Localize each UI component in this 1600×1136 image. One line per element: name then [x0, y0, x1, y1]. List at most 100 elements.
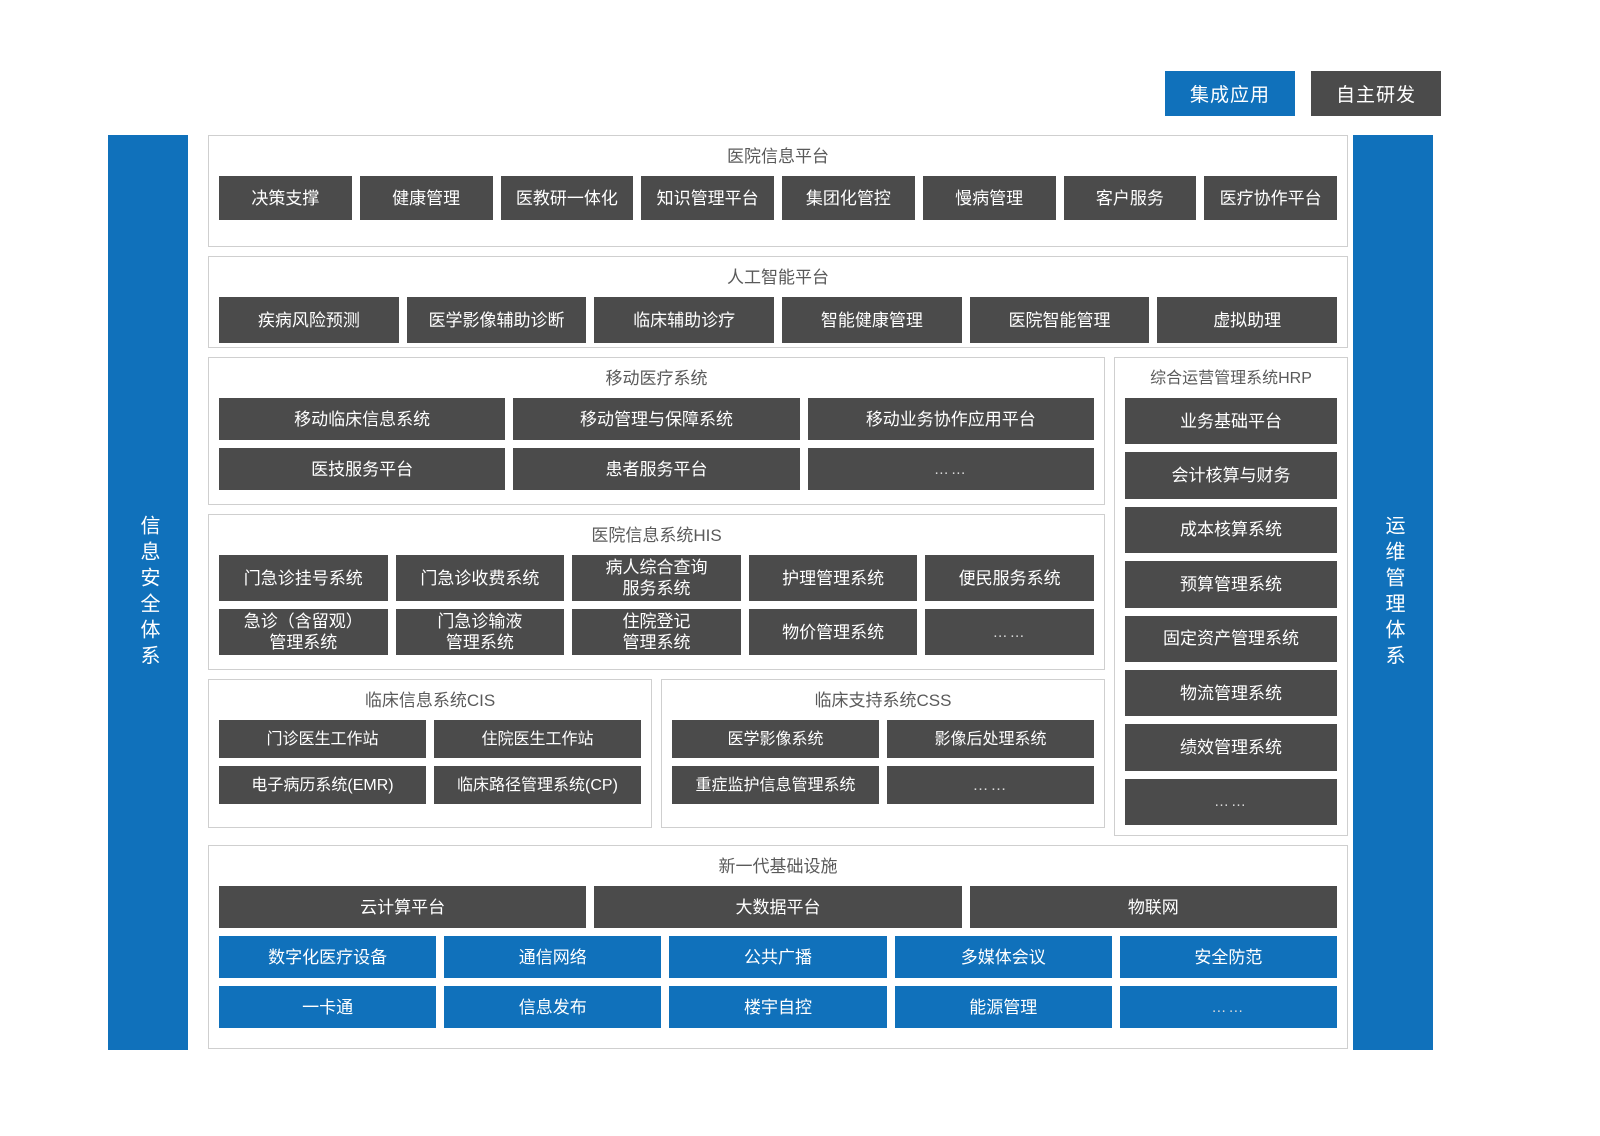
section-mobile-medical: 移动医疗系统 移动临床信息系统 移动管理与保障系统 移动业务协作应用平台 医技服…	[208, 357, 1105, 505]
module-box[interactable]: 移动管理与保障系统	[513, 398, 800, 440]
item-row: 移动临床信息系统 移动管理与保障系统 移动业务协作应用平台	[219, 398, 1094, 440]
section-title: 移动医疗系统	[605, 369, 708, 388]
platform-box[interactable]: 云计算平台	[219, 886, 587, 928]
module-box[interactable]: 预算管理系统	[1125, 561, 1337, 608]
module-box[interactable]: 慢病管理	[922, 176, 1056, 220]
module-box[interactable]: 决策支撑	[219, 176, 352, 220]
item-row: 重症监护信息管理系统 ……	[672, 766, 1094, 804]
section-title: 综合运营管理系统HRP	[1150, 370, 1312, 387]
item-row: 医学影像系统 影像后处理系统	[672, 720, 1094, 758]
item-row: 急诊（含留观） 管理系统 门急诊输液 管理系统 住院登记 管理系统 物价管理系统…	[219, 609, 1094, 655]
module-box[interactable]: 成本核算系统	[1125, 506, 1337, 554]
section-title: 医院信息系统HIS	[591, 526, 722, 545]
hrp-item-list: 业务基础平台 会计核算与财务 成本核算系统 预算管理系统 固定资产管理系统 物流…	[1125, 398, 1337, 825]
module-box[interactable]: 能源管理	[894, 986, 1112, 1028]
module-box[interactable]: 门急诊输液 管理系统	[395, 609, 565, 655]
module-box[interactable]: 便民服务系统	[925, 555, 1094, 601]
middle-right-column: 综合运营管理系统HRP 业务基础平台 会计核算与财务 成本核算系统 预算管理系统…	[1114, 357, 1348, 836]
module-box[interactable]: 物流管理系统	[1125, 669, 1337, 717]
module-box-more[interactable]: ……	[1125, 778, 1337, 825]
legend-label: 自主研发	[1335, 85, 1416, 106]
rail-label-left: 信息安全体系	[137, 514, 159, 671]
module-box[interactable]: 住院医生工作站	[434, 720, 641, 758]
rail-operation-maintenance: 运维管理体系	[1353, 135, 1433, 1050]
item-row: 决策支撑 健康管理 医教研一体化 知识管理平台 集团化管控 慢病管理 客户服务 …	[219, 176, 1337, 220]
section-hospital-information-platform: 医院信息平台 决策支撑 健康管理 医教研一体化 知识管理平台 集团化管控 慢病管…	[208, 135, 1348, 247]
module-box[interactable]: 电子病历系统(EMR)	[219, 766, 426, 804]
item-row: 电子病历系统(EMR) 临床路径管理系统(CP)	[219, 766, 641, 804]
rail-information-security: 信息安全体系	[108, 135, 188, 1050]
module-box[interactable]: 门急诊收费系统	[395, 555, 565, 601]
item-row: 一卡通 信息发布 楼宇自控 能源管理 ……	[219, 986, 1338, 1028]
module-box[interactable]: 智能健康管理	[782, 297, 962, 343]
legend-label: 集成应用	[1189, 85, 1270, 106]
module-box[interactable]: 疾病风险预测	[219, 297, 399, 343]
section-title: 临床支持系统CSS	[814, 691, 952, 710]
module-box[interactable]: 健康管理	[359, 176, 493, 220]
module-box[interactable]: 影像后处理系统	[887, 720, 1094, 758]
module-box[interactable]: 会计核算与财务	[1125, 452, 1337, 499]
section-title: 临床信息系统CIS	[364, 691, 496, 710]
architecture-stack: 医院信息平台 决策支撑 健康管理 医教研一体化 知识管理平台 集团化管控 慢病管…	[208, 135, 1348, 1050]
module-box[interactable]: 通信网络	[444, 936, 662, 978]
module-box[interactable]: 医疗协作平台	[1204, 176, 1337, 220]
module-box[interactable]: 病人综合查询 服务系统	[572, 555, 741, 601]
middle-region: 移动医疗系统 移动临床信息系统 移动管理与保障系统 移动业务协作应用平台 医技服…	[208, 357, 1348, 836]
module-box-more[interactable]: ……	[887, 766, 1094, 804]
section-infrastructure: 新一代基础设施 云计算平台 大数据平台 物联网 数字化医疗设备 通信网络 公共广…	[208, 845, 1348, 1049]
platform-box[interactable]: 大数据平台	[594, 886, 962, 928]
module-box[interactable]: 移动业务协作应用平台	[807, 398, 1094, 440]
module-box[interactable]: 客户服务	[1063, 176, 1197, 220]
section-hrp: 综合运营管理系统HRP 业务基础平台 会计核算与财务 成本核算系统 预算管理系统…	[1114, 357, 1348, 836]
module-box[interactable]: 护理管理系统	[748, 555, 918, 601]
module-box[interactable]: 重症监护信息管理系统	[672, 766, 879, 804]
module-box[interactable]: 门急诊挂号系统	[219, 555, 388, 601]
platform-row: 云计算平台 大数据平台 物联网	[219, 886, 1337, 928]
module-box[interactable]: 集团化管控	[782, 176, 915, 220]
module-box[interactable]: 医学影像辅助诊断	[406, 297, 587, 343]
legend: 集成应用 自主研发	[1165, 71, 1441, 116]
module-box-more[interactable]: ……	[1119, 986, 1338, 1028]
item-row: 数字化医疗设备 通信网络 公共广播 多媒体会议 安全防范	[219, 936, 1338, 978]
section-title: 医院信息平台	[727, 147, 829, 166]
section-css: 临床支持系统CSS 医学影像系统 影像后处理系统 重症监护信息管理系统 ……	[661, 679, 1105, 828]
module-box[interactable]: 固定资产管理系统	[1125, 615, 1337, 662]
module-box[interactable]: 安全防范	[1119, 936, 1338, 978]
section-cis: 临床信息系统CIS 门诊医生工作站 住院医生工作站 电子病历系统(EMR) 临床…	[208, 679, 652, 828]
module-box[interactable]: 临床路径管理系统(CP)	[434, 766, 641, 804]
module-box[interactable]: 多媒体会议	[894, 936, 1112, 978]
module-box[interactable]: 业务基础平台	[1125, 398, 1337, 445]
module-box[interactable]: 住院登记 管理系统	[572, 609, 741, 655]
module-box[interactable]: 医院智能管理	[969, 297, 1150, 343]
item-row: 疾病风险预测 医学影像辅助诊断 临床辅助诊疗 智能健康管理 医院智能管理 虚拟助…	[219, 297, 1338, 343]
module-box[interactable]: 一卡通	[219, 986, 437, 1028]
module-box[interactable]: 医技服务平台	[219, 448, 506, 490]
legend-chip-integrated-application[interactable]: 集成应用	[1165, 71, 1295, 116]
module-box[interactable]: 数字化医疗设备	[219, 936, 437, 978]
module-box-more[interactable]: ……	[807, 448, 1094, 490]
rail-label-right: 运维管理体系	[1382, 514, 1404, 671]
section-his: 医院信息系统HIS 门急诊挂号系统 门急诊收费系统 病人综合查询 服务系统 护理…	[208, 514, 1105, 670]
item-row: 医技服务平台 患者服务平台 ……	[219, 448, 1094, 490]
section-title: 人工智能平台	[727, 268, 829, 287]
module-box[interactable]: 楼宇自控	[669, 986, 887, 1028]
legend-chip-self-developed[interactable]: 自主研发	[1311, 71, 1441, 116]
module-box[interactable]: 公共广播	[669, 936, 887, 978]
item-row: 门急诊挂号系统 门急诊收费系统 病人综合查询 服务系统 护理管理系统 便民服务系…	[219, 555, 1094, 601]
module-box[interactable]: 移动临床信息系统	[219, 398, 506, 440]
module-box[interactable]: 医教研一体化	[500, 176, 634, 220]
module-box[interactable]: 急诊（含留观） 管理系统	[219, 609, 388, 655]
module-box[interactable]: 虚拟助理	[1157, 297, 1338, 343]
module-box[interactable]: 信息发布	[444, 986, 662, 1028]
module-box[interactable]: 门诊医生工作站	[219, 720, 426, 758]
platform-box[interactable]: 物联网	[969, 886, 1337, 928]
section-title: 新一代基础设施	[718, 857, 838, 876]
module-box[interactable]: 患者服务平台	[513, 448, 800, 490]
module-box[interactable]: 物价管理系统	[748, 609, 918, 655]
module-box[interactable]: 知识管理平台	[641, 176, 774, 220]
module-box[interactable]: 医学影像系统	[672, 720, 879, 758]
module-box-more[interactable]: ……	[925, 609, 1094, 655]
module-box[interactable]: 绩效管理系统	[1125, 724, 1337, 771]
module-box[interactable]: 临床辅助诊疗	[594, 297, 775, 343]
section-ai-platform: 人工智能平台 疾病风险预测 医学影像辅助诊断 临床辅助诊疗 智能健康管理 医院智…	[208, 256, 1348, 348]
